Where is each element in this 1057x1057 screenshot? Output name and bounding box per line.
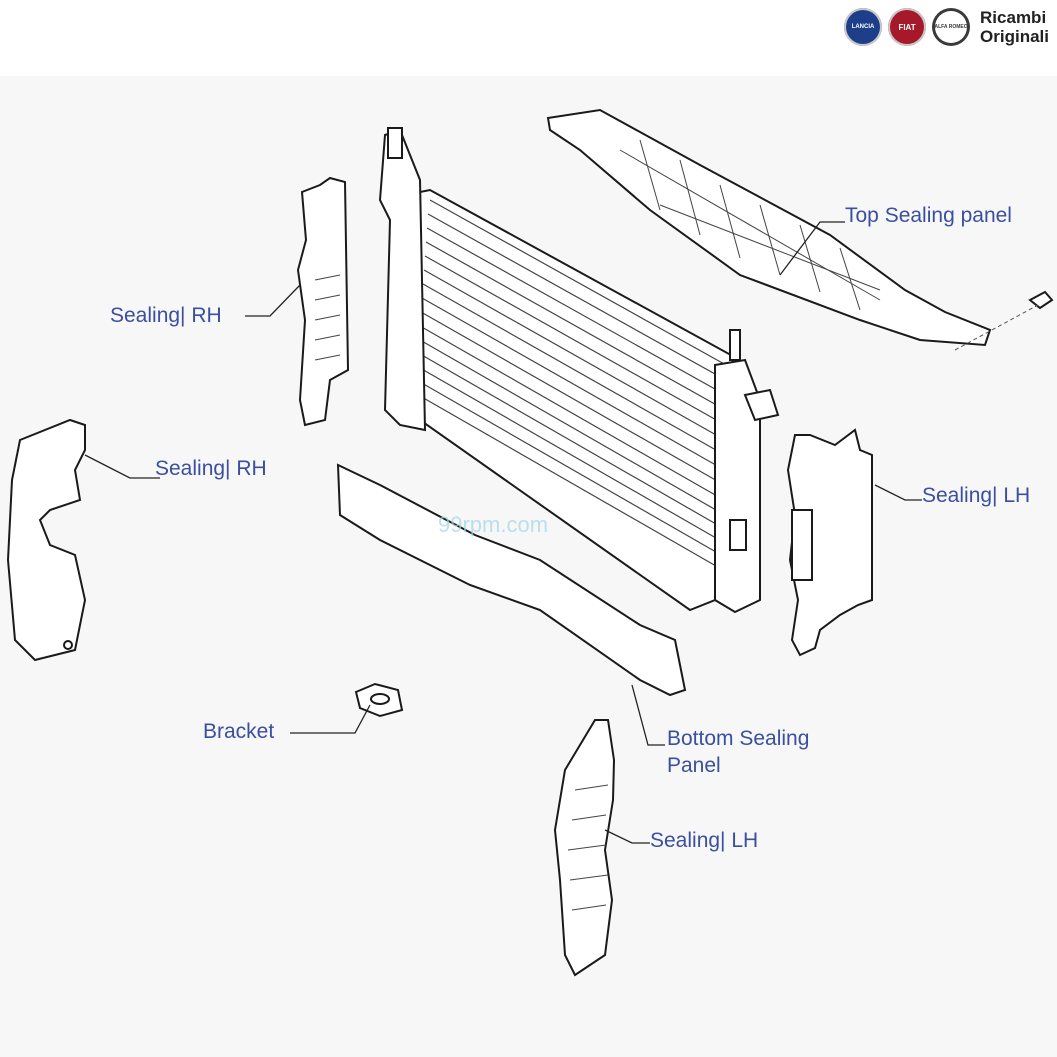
watermark: 99rpm.com	[438, 512, 548, 537]
bracket-part	[354, 682, 404, 718]
sealing-lh-bottom-part	[553, 719, 616, 977]
label-sealing-lh-right: Sealing| LH	[922, 484, 1031, 507]
header-band	[0, 0, 1057, 76]
label-bottom-sealing-line-2: Panel	[667, 754, 721, 777]
leader-bracket	[290, 704, 371, 734]
leader-bottom-sealing	[631, 684, 665, 746]
leader-sealing-lh-right	[874, 484, 922, 501]
label-bracket: Bracket	[203, 720, 275, 743]
top-sealing-panel	[546, 108, 1054, 347]
fiat-logo-icon: FIAT	[888, 8, 927, 46]
bottom-sealing-panel-part	[336, 463, 687, 697]
label-sealing-rh-lower: Sealing| RH	[155, 457, 267, 480]
sealing-lh-right-part	[786, 428, 873, 657]
bolt-axis-line	[954, 304, 1039, 351]
brand-line-1: Ricambi	[980, 8, 1047, 27]
brand-block: LANCIA FIAT ALFA ROMEO Ricambi Originali	[844, 8, 1049, 46]
leader-top-sealing	[779, 221, 845, 276]
brand-text: Ricambi Originali	[980, 8, 1049, 46]
leader-sealing-rh-upper	[245, 284, 301, 317]
lancia-logo-icon: LANCIA	[844, 8, 883, 46]
label-bottom-sealing-panel: Bottom Sealing Panel	[667, 725, 809, 779]
leader-sealing-lh-bottom	[604, 829, 650, 844]
leader-lines	[84, 221, 922, 844]
label-top-sealing-panel: Top Sealing panel	[845, 204, 1012, 227]
label-bottom-sealing-line-1: Bottom Sealing	[667, 727, 810, 750]
sealing-rh-lower-part	[6, 418, 87, 662]
radiator	[378, 127, 780, 614]
label-sealing-rh-upper: Sealing| RH	[110, 304, 222, 327]
brand-line-2: Originali	[980, 27, 1049, 46]
sealing-rh-upper-part	[296, 176, 350, 427]
label-sealing-lh-bottom: Sealing| LH	[650, 829, 759, 852]
leader-sealing-rh-lower	[84, 454, 160, 479]
alfa-romeo-logo-icon: ALFA ROMEO	[932, 8, 971, 46]
